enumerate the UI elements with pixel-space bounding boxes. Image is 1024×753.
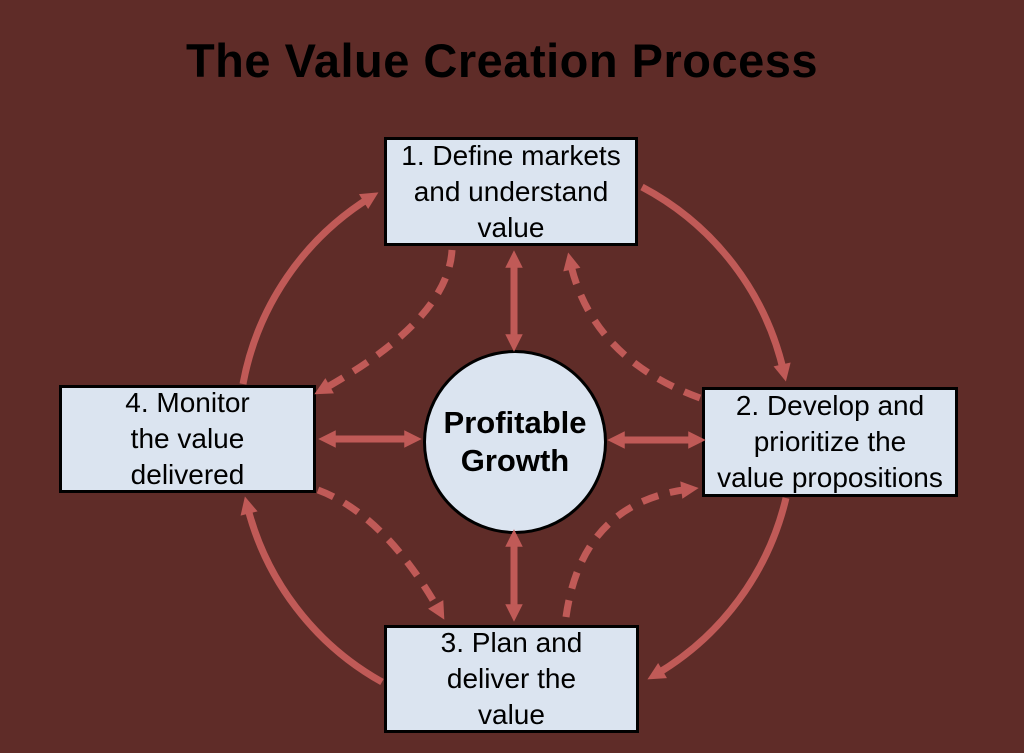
solid-arc-box3-to-box4 xyxy=(240,496,384,686)
solid-arc-box1-to-box2 xyxy=(640,183,791,382)
step-box-1-define-markets: 1. Define markets and understand value xyxy=(384,137,638,246)
dashed-arc-box3-to-box2 xyxy=(562,481,699,618)
solid-arc-box4-to-box1 xyxy=(239,192,379,385)
step-box-1-label: 1. Define markets and understand value xyxy=(401,139,621,243)
step-box-2-label: 2. Develop and prioritize the value prop… xyxy=(717,390,943,493)
dashed-arc-box1-to-box4 xyxy=(314,249,456,395)
dashed-arc-box2-to-box1 xyxy=(563,252,702,402)
center-circle-label: Profitable Growth xyxy=(443,405,587,478)
step-box-2-develop-propositions: 2. Develop and prioritize the value prop… xyxy=(702,387,958,497)
step-box-3-label: 3. Plan and deliver the value xyxy=(440,627,583,730)
dashed-arc-box4-to-box3 xyxy=(316,486,445,620)
center-circle-profitable-growth: Profitable Growth xyxy=(423,350,607,534)
step-box-4-label: 4. Monitor the value delivered xyxy=(125,387,250,490)
diagram-title: The Value Creation Process xyxy=(185,34,819,87)
step-box-3-plan-deliver: 3. Plan and deliver the value xyxy=(384,625,639,733)
solid-arc-box2-to-box3 xyxy=(647,497,790,680)
step-box-4-monitor-value: 4. Monitor the value delivered xyxy=(59,385,316,493)
